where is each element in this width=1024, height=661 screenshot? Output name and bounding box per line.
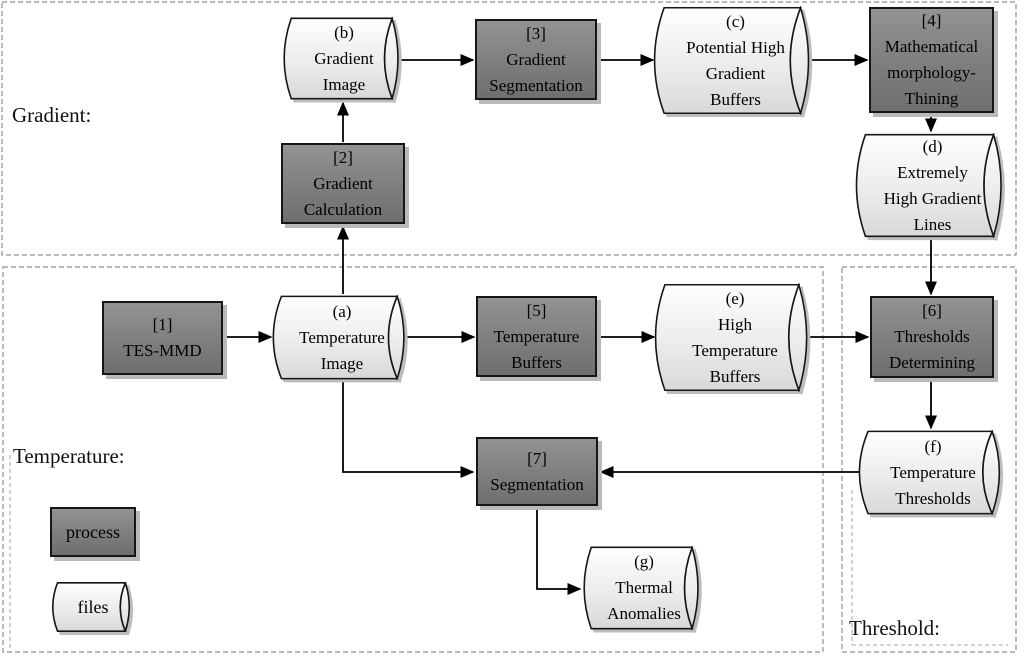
legend-process-swatch: process — [50, 507, 136, 557]
file-d-label: (d) Extremely High Gradient Lines — [883, 136, 982, 234]
legend-files-label: files — [77, 597, 109, 617]
file-e-high-temperature-buffers: (e) High Temperature Buffers — [654, 283, 816, 392]
file-shape-icon — [283, 17, 405, 100]
file-shape-icon — [855, 133, 1010, 238]
file-shape-icon — [858, 430, 1008, 515]
threshold-section-label: Threshold: — [849, 616, 940, 640]
legend-process-label: process — [66, 522, 120, 542]
process-7-segmentation: [7] Segmentation — [476, 437, 598, 506]
file-f-label: (f) Temperature Thresholds — [890, 436, 976, 508]
process-2-gradient-calculation: [2] Gradient Calculation — [281, 143, 405, 224]
process-1-label: [1] TES-MMD — [123, 315, 202, 360]
file-d-extremely-high-gradient-lines: (d) Extremely High Gradient Lines — [855, 133, 1010, 238]
file-shape-icon — [654, 283, 816, 392]
file-g-thermal-anomalies: (g) Thermal Anomalies — [583, 546, 705, 630]
file-shape-icon — [272, 295, 412, 380]
process-6-thresholds-determining: [6] Thresholds Determining — [870, 296, 994, 378]
process-4-mathematical-morphology-thining: [4] Mathematical morphology- Thining — [869, 7, 994, 113]
arrow-fa-to-p7 — [342, 381, 475, 478]
process-1-tes-mmd: [1] TES-MMD — [102, 301, 223, 375]
file-a-label: (a) Temperature Image — [299, 301, 385, 373]
file-e-label: (e) High Temperature Buffers — [692, 288, 778, 386]
file-shape-icon — [653, 6, 818, 115]
gradient-section-frame — [1, 1, 1017, 256]
gradient-section-label: Gradient: — [12, 103, 92, 127]
arrow-p7-to-fg — [536, 507, 582, 595]
file-shape-icon — [52, 582, 134, 632]
file-f-temperature-thresholds: (f) Temperature Thresholds — [858, 430, 1008, 515]
temperature-section-label: Temperature: — [13, 444, 125, 468]
file-b-gradient-image: (b) Gradient Image — [283, 17, 405, 100]
process-5-temperature-buffers: [5] Temperature Buffers — [476, 296, 597, 377]
file-b-label: (b) Gradient Image — [314, 22, 374, 94]
process-7-label: [7] Segmentation — [490, 448, 584, 494]
process-3-label: [3] Gradient Segmentation — [489, 23, 583, 95]
file-a-temperature-image: (a) Temperature Image — [272, 295, 412, 380]
file-g-label: (g) Thermal Anomalies — [607, 552, 681, 623]
process-4-label: [4] Mathematical morphology- Thining — [884, 11, 979, 108]
file-shape-icon — [583, 546, 705, 630]
temperature-section-frame — [2, 266, 824, 653]
legend-files-swatch: files — [52, 582, 134, 632]
file-c-label: (c) Potential High Gradient Buffers — [686, 11, 785, 109]
process-2-label: [2] Gradient Calculation — [303, 147, 383, 219]
file-c-potential-high-gradient-buffers: (c) Potential High Gradient Buffers — [653, 6, 818, 115]
process-6-label: [6] Thresholds Determining — [889, 301, 975, 372]
process-5-label: [5] Temperature Buffers — [493, 300, 580, 372]
process-3-gradient-segmentation: [3] Gradient Segmentation — [475, 19, 597, 100]
